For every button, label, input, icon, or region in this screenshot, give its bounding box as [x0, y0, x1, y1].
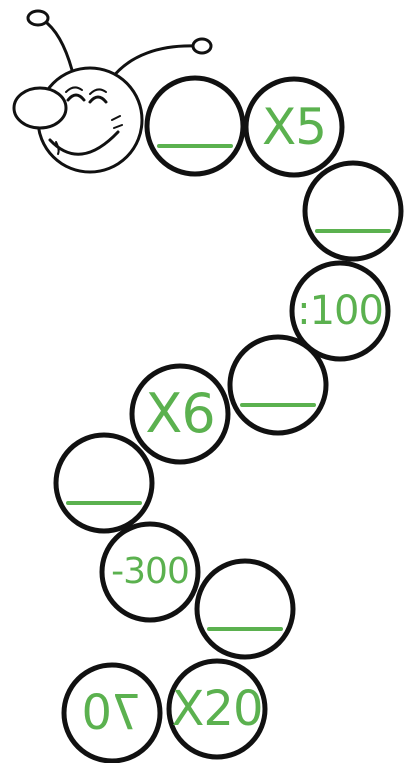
body-segment: [194, 558, 296, 660]
body-segment: [289, 260, 391, 362]
body-segment: [99, 521, 201, 623]
segment-label: X20: [171, 681, 264, 737]
body-segment: [61, 662, 163, 763]
body-segment: [129, 363, 231, 465]
body-segment: [243, 76, 345, 178]
segment-label: X5: [261, 98, 327, 156]
segment-label: X6: [145, 382, 215, 445]
caterpillar-head-icon: [12, 9, 213, 174]
body-segment: [53, 432, 155, 534]
body-segment: [227, 334, 329, 436]
answer-blank: [315, 229, 391, 233]
answer-blank: [66, 501, 142, 505]
answer-blank: [240, 403, 316, 407]
body-segment: [144, 75, 246, 177]
segment-label: 70: [82, 685, 142, 741]
answer-blank: [207, 627, 283, 631]
segment-label: :100: [297, 288, 384, 334]
body-segment: [302, 160, 404, 262]
body-segment: [166, 658, 268, 760]
segment-label: -300: [111, 551, 190, 592]
answer-blank: [157, 144, 233, 148]
